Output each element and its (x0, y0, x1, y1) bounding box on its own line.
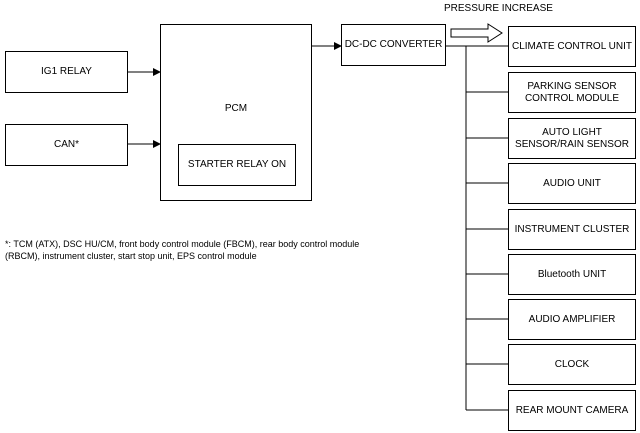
instrument-cluster-box: INSTRUMENT CLUSTER (508, 209, 636, 250)
can-label: CAN* (53, 139, 79, 150)
output-label: AUDIO UNIT (543, 177, 601, 189)
parking-sensor-module-box: PARKING SENSOR CONTROL MODULE (508, 72, 636, 113)
audio-amplifier-box: AUDIO AMPLIFIER (508, 299, 636, 340)
output-label: REAR MOUNT CAMERA (515, 404, 629, 416)
output-label: AUDIO AMPLIFIER (528, 313, 616, 325)
bluetooth-unit-box: Bluetooth UNIT (508, 254, 636, 295)
audio-unit-box: AUDIO UNIT (508, 163, 636, 204)
output-label: Bluetooth UNIT (537, 268, 607, 280)
starter-relay-box: STARTER RELAY ON (178, 144, 296, 186)
output-label: CLIMATE CONTROL UNIT (511, 40, 632, 52)
output-label: PARKING SENSOR CONTROL MODULE (524, 80, 620, 104)
ig1-relay-box: IG1 RELAY (5, 51, 128, 93)
output-label: AUTO LIGHT SENSOR/RAIN SENSOR (515, 126, 629, 150)
ig1-relay-label: IG1 RELAY (41, 66, 92, 77)
clock-box: CLOCK (508, 344, 636, 385)
pressure-increase-arrow (450, 23, 503, 43)
dc-dc-converter-box: DC-DC CONVERTER (341, 24, 446, 66)
pressure-increase-label: PRESSURE INCREASE (444, 3, 553, 14)
dc-dc-converter-label: DC-DC CONVERTER (344, 39, 443, 50)
output-label: INSTRUMENT CLUSTER (514, 223, 630, 235)
pcm-label: PCM (224, 103, 248, 114)
climate-control-unit-box: CLIMATE CONTROL UNIT (508, 26, 636, 67)
footnote: *: TCM (ATX), DSC HU/CM, front body cont… (5, 239, 360, 261)
rear-mount-camera-box: REAR MOUNT CAMERA (508, 390, 636, 431)
can-box: CAN* (5, 124, 128, 166)
output-label: CLOCK (554, 358, 590, 370)
starter-relay-label: STARTER RELAY ON (187, 159, 287, 170)
auto-light-rain-sensor-box: AUTO LIGHT SENSOR/RAIN SENSOR (508, 118, 636, 159)
